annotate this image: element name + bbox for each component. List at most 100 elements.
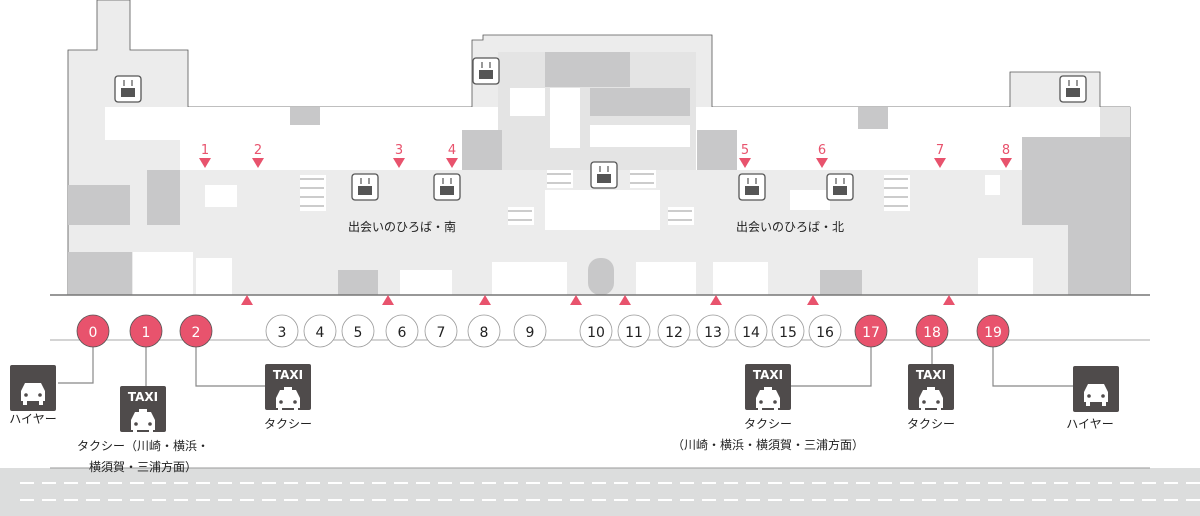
bay-number: 6 <box>398 325 407 341</box>
stand-label: タクシー <box>744 417 792 431</box>
bay-number: 19 <box>984 325 1002 341</box>
exit-marker-icon <box>934 158 946 168</box>
escalator-icon <box>300 175 326 211</box>
elevator-icon <box>114 75 142 103</box>
bus-bay-7[interactable]: 7 <box>424 314 458 348</box>
escalator-icon <box>668 207 694 225</box>
bay-number: 0 <box>89 325 98 341</box>
entrance-marker-icon <box>479 295 491 305</box>
hire-stand: ハイヤー <box>9 365 57 426</box>
stand-label: タクシー <box>264 417 312 431</box>
bus-bay-12[interactable]: 12 <box>657 314 691 348</box>
road <box>0 468 1200 516</box>
bay-number: 4 <box>316 325 325 341</box>
bus-bay-15[interactable]: 15 <box>771 314 805 348</box>
plaza-label-south: 出会いのひろば・南 <box>348 219 456 234</box>
entrance-marker-icon <box>943 295 955 305</box>
taxi-sign-text: TAXI <box>273 368 303 382</box>
stand-label: ハイヤー <box>9 412 56 426</box>
taxi-sign-text: TAXI <box>753 368 783 382</box>
bus-bay-14[interactable]: 14 <box>734 314 768 348</box>
plaza-label-north: 出会いのひろば・北 <box>736 220 844 234</box>
bay-number: 3 <box>278 325 287 341</box>
bay-number: 8 <box>480 325 489 341</box>
building-fill <box>68 52 1130 295</box>
taxi-icon: TAXI <box>908 364 954 412</box>
bay-number: 16 <box>816 325 834 341</box>
escalator-icon <box>547 170 573 188</box>
bus-bay-8[interactable]: 8 <box>467 314 501 348</box>
elevator-icon <box>1059 75 1087 103</box>
elevator-icon <box>738 173 766 201</box>
exit-number: 1 <box>201 143 209 158</box>
taxi-stand: TAXI タクシー （川崎・横浜・横須賀・三浦方面） <box>672 364 864 452</box>
bus-bay-6[interactable]: 6 <box>385 314 419 348</box>
bus-bay-17[interactable]: 17 <box>854 314 888 348</box>
bus-bay-16[interactable]: 16 <box>808 314 842 348</box>
bay-number: 15 <box>779 325 797 341</box>
leader-line <box>195 345 265 387</box>
bay-number: 9 <box>526 325 535 341</box>
escalator-icon <box>630 170 656 188</box>
bay-number: 14 <box>742 325 760 341</box>
exit-marker-icon <box>739 158 751 168</box>
bay-number: 17 <box>862 325 880 341</box>
escalator-icon <box>884 175 910 211</box>
stand-label: ハイヤー <box>1066 417 1113 431</box>
bus-bay-18[interactable]: 18 <box>915 314 949 348</box>
escalator-icon <box>508 207 534 225</box>
taxi-sign-text: TAXI <box>128 390 158 404</box>
stand-label: （川崎・横浜・横須賀・三浦方面） <box>672 437 864 452</box>
exit-marker-icon <box>393 158 405 168</box>
exit-number: 5 <box>741 143 749 158</box>
bay-number: 5 <box>354 325 363 341</box>
bay-number: 10 <box>587 325 605 341</box>
bus-bay-10[interactable]: 10 <box>579 314 613 348</box>
elevator-icon <box>590 161 618 189</box>
exit-marker-icon <box>252 158 264 168</box>
hire-car-icon <box>10 365 56 411</box>
taxi-sign-text: TAXI <box>916 368 946 382</box>
exit-number: 8 <box>1002 143 1010 158</box>
bus-bay-13[interactable]: 13 <box>696 314 730 348</box>
bay-number: 11 <box>625 325 643 341</box>
bus-bay-19[interactable]: 19 <box>976 314 1010 348</box>
elevator-icon <box>472 57 500 85</box>
entrance-marker-icon <box>382 295 394 305</box>
exit-marker-icon <box>816 158 828 168</box>
bus-bay-3[interactable]: 3 <box>265 314 299 348</box>
elevator-icon <box>433 173 461 201</box>
exit-number: 6 <box>818 143 826 158</box>
taxi-stand: TAXI タクシー <box>907 364 955 431</box>
bus-bay-11[interactable]: 11 <box>617 314 651 348</box>
bus-bay-9[interactable]: 9 <box>513 314 547 348</box>
leader-line <box>58 345 94 384</box>
entrance-marker-icon <box>807 295 819 305</box>
stand-label: タクシー（川崎・横浜・ <box>77 439 209 453</box>
bus-bay-4[interactable]: 4 <box>303 314 337 348</box>
bus-bay-1[interactable]: 1 <box>129 314 163 348</box>
stand-label: タクシー <box>907 417 955 431</box>
taxi-icon: TAXI <box>120 386 166 434</box>
entrance-marker-icon <box>619 295 631 305</box>
entrance-marker-icon <box>241 295 253 305</box>
bay-number: 1 <box>142 325 151 341</box>
exit-number: 3 <box>395 143 403 158</box>
bus-bay-2[interactable]: 2 <box>179 314 213 348</box>
bay-number: 18 <box>923 325 941 341</box>
bus-bay-0[interactable]: 0 <box>76 314 110 348</box>
entrance-marker-icon <box>710 295 722 305</box>
entrance-marker-icon <box>570 295 582 305</box>
elevator-icon <box>351 173 379 201</box>
exit-number: 7 <box>936 143 944 158</box>
taxi-icon: TAXI <box>745 364 791 412</box>
bay-number: 2 <box>192 325 201 341</box>
bay-number: 12 <box>665 325 683 341</box>
exit-marker-icon <box>446 158 458 168</box>
bus-bay-5[interactable]: 5 <box>341 314 375 348</box>
exit-marker-icon <box>1000 158 1012 168</box>
hire-car-icon <box>1073 366 1119 412</box>
exit-marker-icon <box>199 158 211 168</box>
